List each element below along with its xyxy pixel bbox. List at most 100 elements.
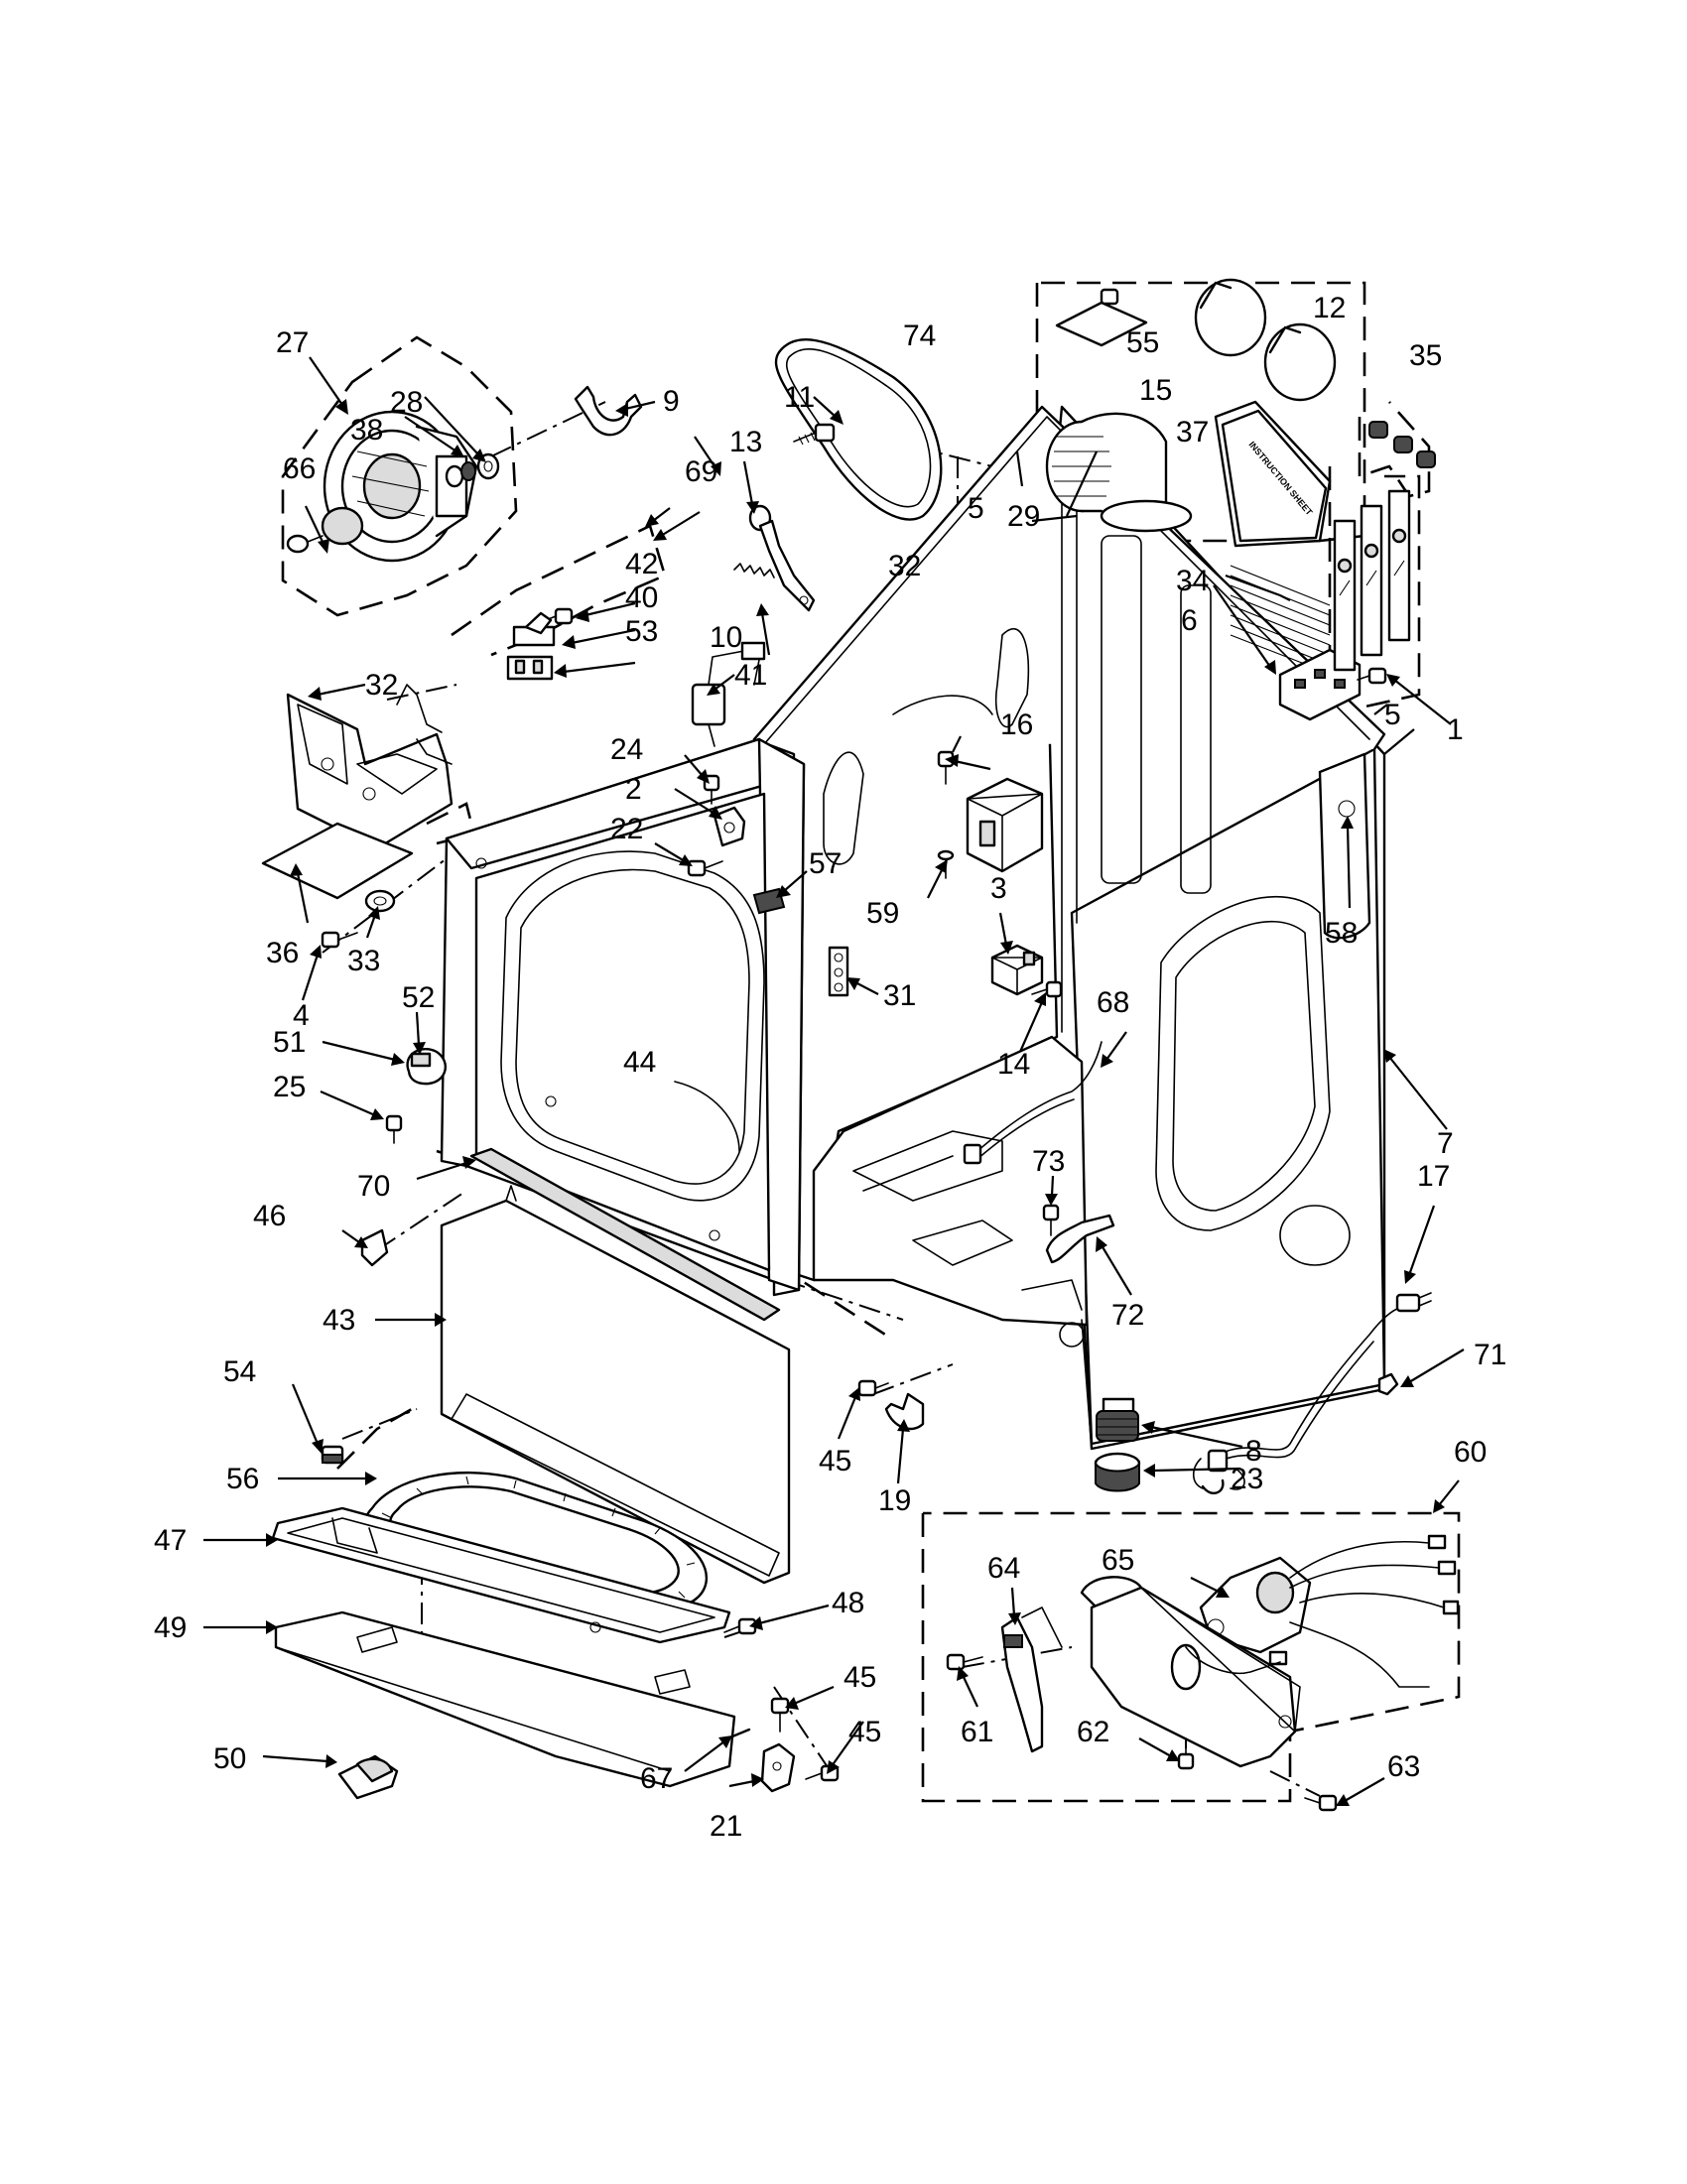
callout-36: 36 (266, 937, 299, 969)
callout-28: 28 (390, 386, 423, 419)
screw-55 (1100, 288, 1119, 321)
callout-1: 1 (1447, 713, 1464, 746)
callout-74: 74 (903, 320, 936, 352)
callout-15: 15 (1139, 374, 1172, 407)
kit-34-group-outline (1328, 466, 1421, 716)
clip-71 (1377, 1372, 1399, 1396)
callout-69: 69 (685, 455, 717, 488)
centerline-46-front (376, 1190, 467, 1251)
callout-72: 72 (1111, 1299, 1144, 1332)
callout-58: 58 (1325, 917, 1358, 950)
callout-35: 35 (1409, 339, 1442, 372)
callout-22: 22 (610, 813, 643, 845)
bracket-31 (828, 946, 849, 997)
callout-67: 67 (640, 1762, 673, 1795)
clamp-9 (574, 385, 643, 437)
callout-10: 10 (710, 621, 742, 654)
callout-32: 32 (365, 669, 398, 702)
lever-64 (1000, 1606, 1063, 1753)
panel-58 (1318, 752, 1371, 940)
callout-70: 70 (357, 1170, 390, 1203)
idler-13 (748, 504, 816, 612)
callout-3: 3 (990, 872, 1007, 905)
callout-57: 57 (809, 847, 842, 880)
callout-63: 63 (1387, 1750, 1420, 1783)
terminal-block-3 (990, 944, 1044, 996)
callout-23: 23 (1231, 1463, 1263, 1495)
callout-5b: 5 (1384, 699, 1401, 731)
sensor-harness-41 (691, 641, 766, 747)
centerline-19 (872, 1363, 954, 1395)
callout-29: 29 (1007, 500, 1040, 533)
callout-66: 66 (283, 452, 316, 485)
screw-4 (321, 931, 358, 949)
callout-13: 13 (729, 426, 762, 458)
callout-68: 68 (1097, 986, 1129, 1019)
hinge-46 (360, 1228, 389, 1267)
screw-22 (687, 859, 723, 877)
callout-45-lower: 45 (848, 1716, 881, 1748)
bolt-59 (937, 849, 955, 879)
callout-12: 12 (1313, 292, 1346, 324)
callout-14: 14 (997, 1048, 1030, 1081)
callout-27: 27 (276, 326, 309, 359)
callout-44: 44 (623, 1046, 656, 1079)
callout-6: 6 (1181, 604, 1198, 637)
callout-34: 34 (1176, 565, 1209, 597)
centerline-54-seal (341, 1408, 418, 1440)
clip-54 (321, 1445, 344, 1465)
callout-55: 55 (1126, 326, 1159, 359)
callout-54: 54 (223, 1355, 256, 1388)
bracket-2 (713, 806, 746, 847)
callout-59: 59 (866, 897, 899, 930)
motor-bracket-32 (286, 684, 454, 850)
callout-33: 33 (347, 945, 380, 977)
callout-65: 65 (1102, 1544, 1134, 1577)
callout-61: 61 (961, 1716, 993, 1748)
callout-31: 31 (883, 979, 916, 1012)
rod-70 (469, 1147, 781, 1322)
leveling-kit-34 (1333, 489, 1411, 672)
feet-35 (1368, 421, 1436, 468)
pad-57 (752, 887, 786, 915)
front-panel (440, 737, 806, 1297)
callout-2: 2 (625, 773, 642, 806)
clip-72 (1045, 1214, 1115, 1264)
callout-24: 24 (610, 733, 643, 766)
bracket-21 (760, 1742, 796, 1793)
caps-12 (1194, 278, 1337, 402)
callout-47: 47 (154, 1524, 187, 1557)
cabinet-assembly (752, 405, 1386, 1451)
elbow-duct-37 (1045, 412, 1193, 533)
callout-5a: 5 (968, 492, 984, 525)
callout-9: 9 (663, 385, 680, 418)
centerline-bracket-32 (386, 684, 457, 701)
callout-45-upper: 45 (844, 1661, 876, 1694)
harness-68 (963, 1041, 1103, 1165)
callout-45-mid: 45 (819, 1445, 851, 1477)
callout-17: 17 (1417, 1160, 1450, 1193)
centerline-motor-9 (490, 401, 606, 457)
callout-50: 50 (213, 1742, 246, 1775)
pulley-38 (445, 461, 476, 488)
leader-lines (203, 356, 1465, 1806)
screw-61 (946, 1653, 983, 1671)
motor-assembly-group-outline (281, 335, 518, 617)
screw-14 (1031, 980, 1063, 998)
screw-63 (1304, 1794, 1338, 1812)
pump-motor-65 (1199, 1534, 1460, 1688)
clip-52 (406, 1048, 448, 1086)
callout-42: 42 (625, 548, 658, 580)
pin-67 (730, 1728, 751, 1738)
foot-pad-23 (1094, 1452, 1141, 1492)
foot-8 (1096, 1397, 1139, 1442)
power-cord-17 (1192, 1292, 1432, 1494)
callout-60: 60 (1454, 1436, 1487, 1469)
callout-43: 43 (323, 1304, 355, 1337)
callout-25: 25 (273, 1071, 306, 1103)
callout-53: 53 (625, 615, 658, 648)
washer-33 (364, 889, 396, 913)
pad-36 (261, 822, 414, 900)
plate-15 (1055, 301, 1148, 347)
